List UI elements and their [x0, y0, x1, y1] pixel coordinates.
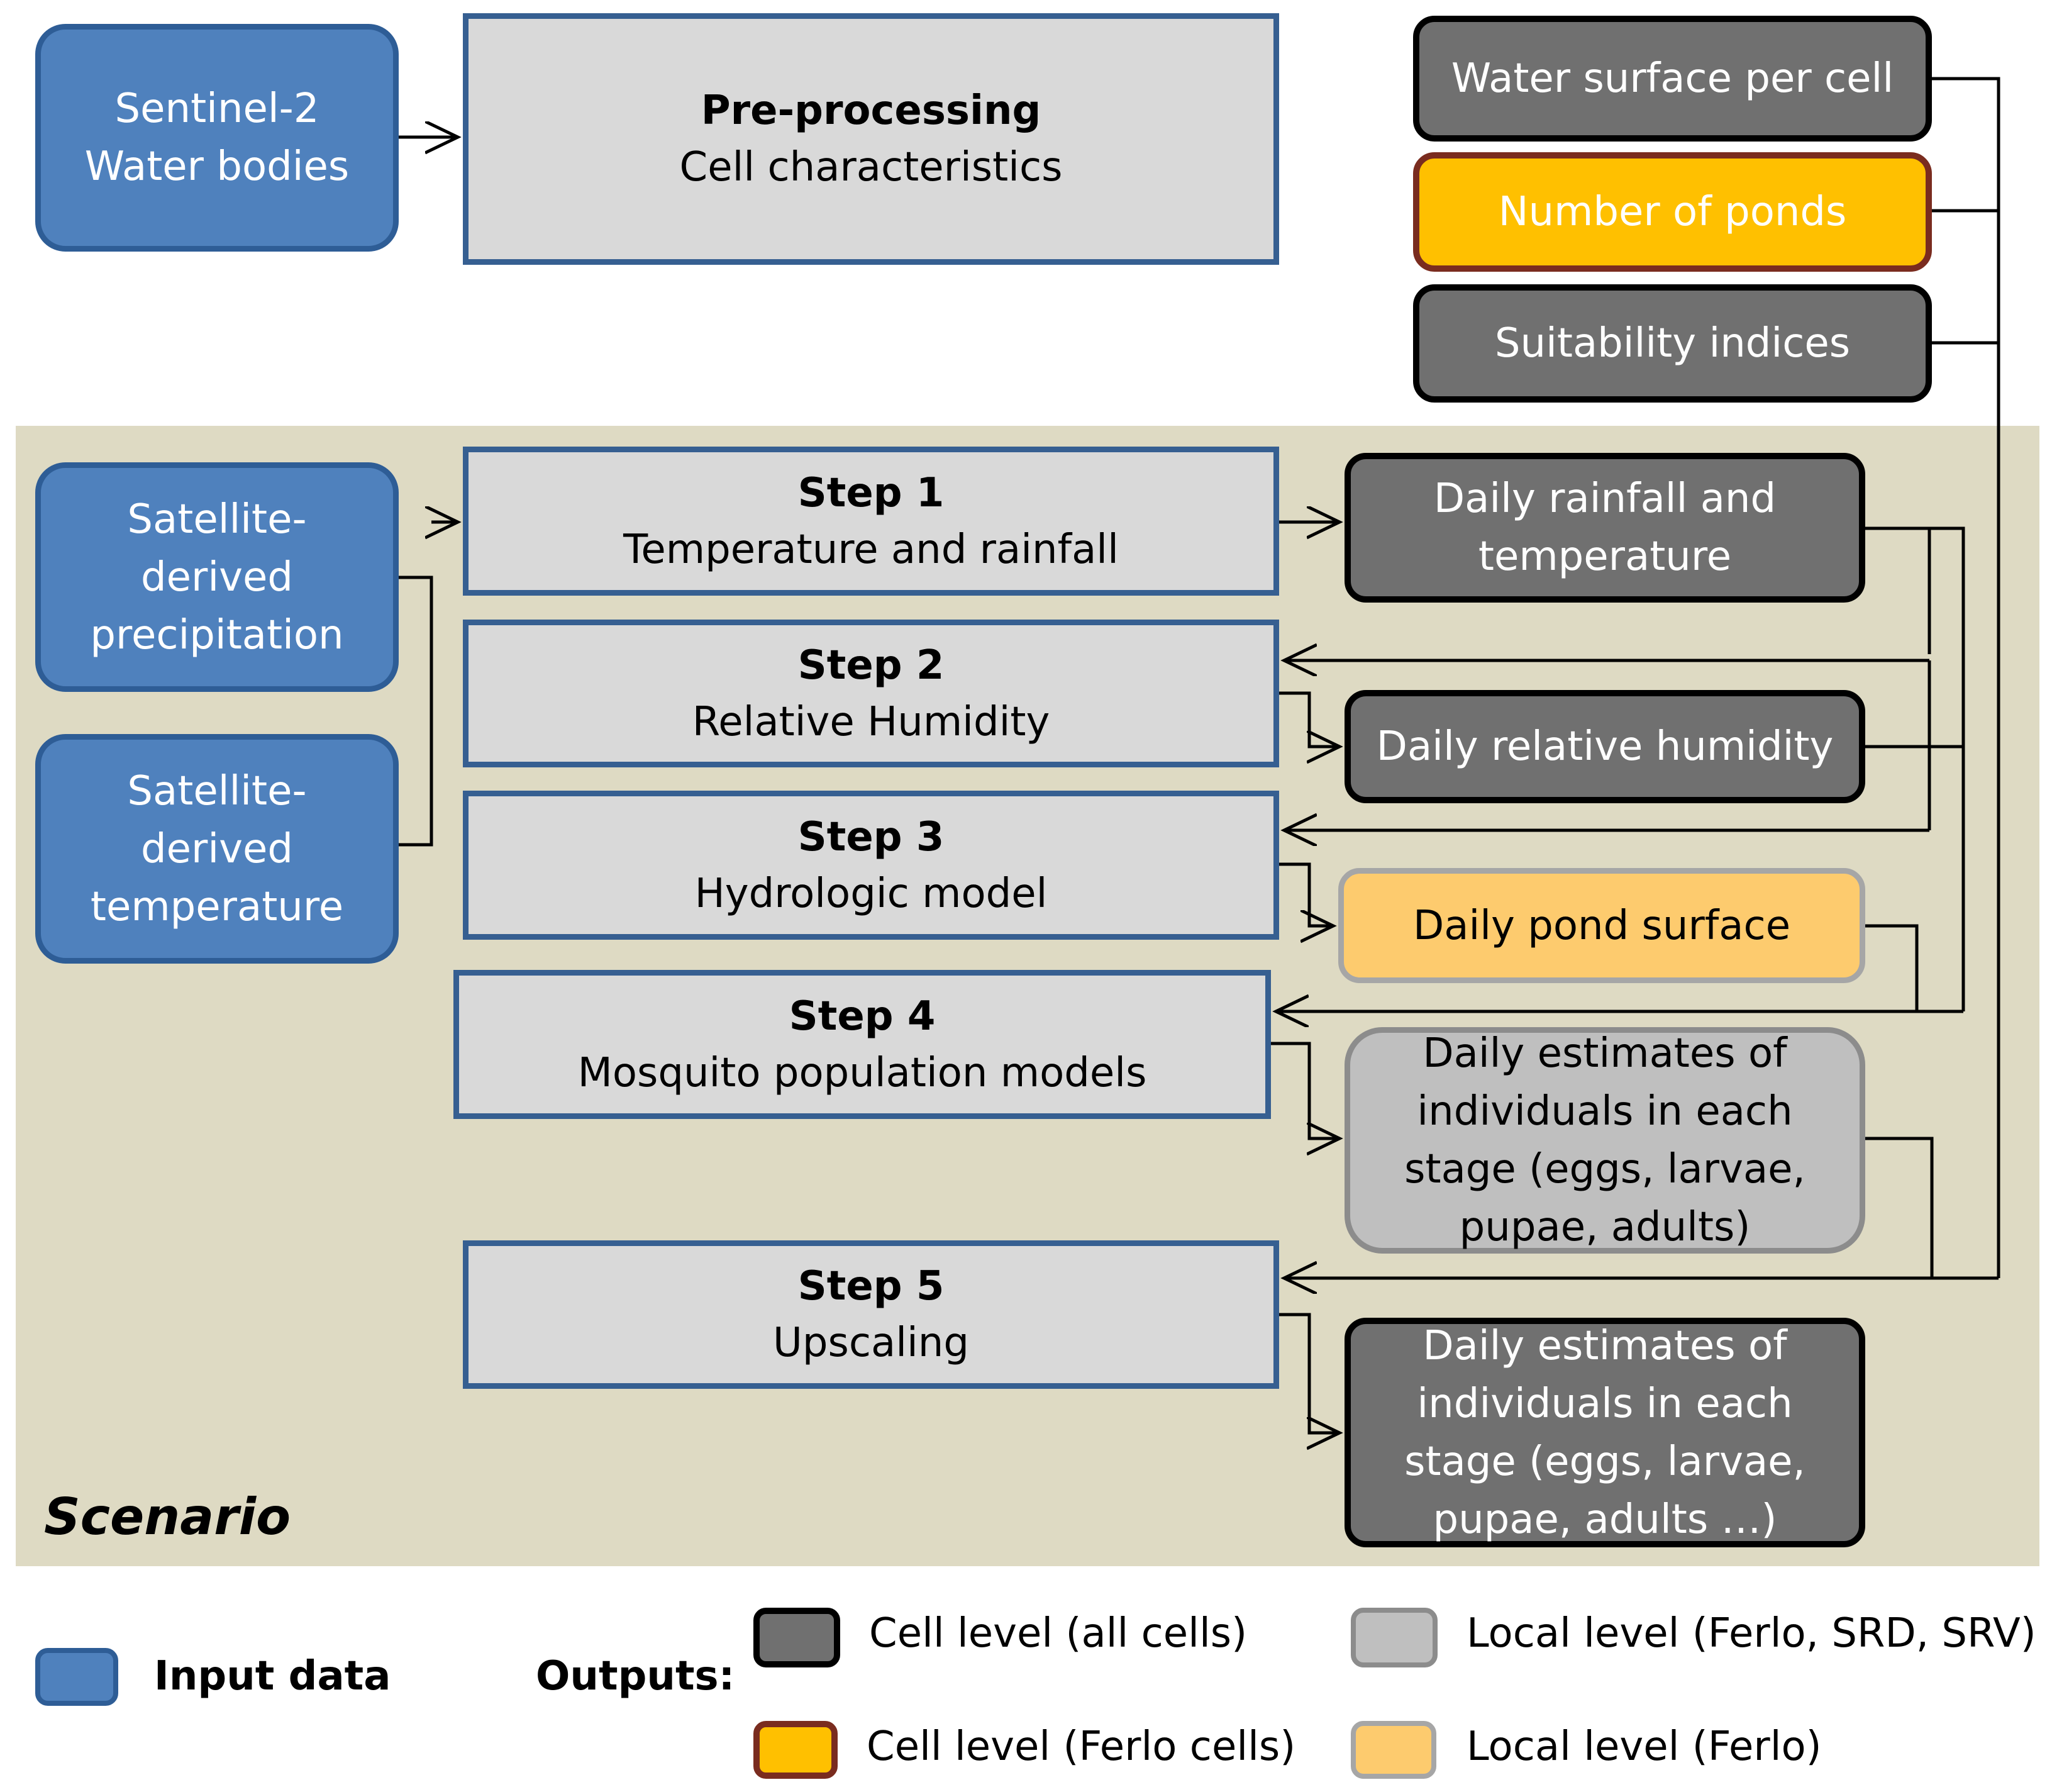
- input-precip-line2: derived: [141, 554, 293, 601]
- step-3-subtitle: Hydrologic model: [694, 870, 1048, 917]
- legend-local-ferlo-label: Local level (Ferlo): [1467, 1723, 1822, 1770]
- step-4-box: Step 4 Mosquito population models: [453, 970, 1271, 1119]
- legend-cell-ferlo-label: Cell level (Ferlo cells): [867, 1723, 1296, 1770]
- output-daily-pond-surface: Daily pond surface: [1338, 868, 1865, 983]
- output-cell-daily-estimates: Daily estimates of individuals in each s…: [1345, 1318, 1865, 1547]
- output-humidity-label: Daily relative humidity: [1376, 723, 1834, 770]
- output-local-estimates-line2: individuals in each: [1417, 1088, 1793, 1135]
- step-2-title: Step 2: [797, 642, 945, 689]
- input-precip-line1: Satellite-: [127, 496, 307, 543]
- output-local-estimates-line3: stage (eggs, larvae,: [1404, 1146, 1805, 1193]
- step-3-box: Step 3 Hydrologic model: [463, 791, 1279, 940]
- legend-outputs-title: Outputs:: [536, 1653, 735, 1700]
- output-pond-surface-label: Daily pond surface: [1412, 902, 1791, 949]
- step-1-box: Step 1 Temperature and rainfall: [463, 447, 1279, 596]
- input-satellite-temperature: Satellite- derived temperature: [35, 734, 399, 964]
- step-5-box: Step 5 Upscaling: [463, 1240, 1279, 1389]
- output-daily-relative-humidity: Daily relative humidity: [1345, 690, 1865, 803]
- legend-swatch-input: [35, 1648, 118, 1706]
- input-temp-line3: temperature: [90, 883, 344, 930]
- output-daily-rainfall-temperature: Daily rainfall and temperature: [1345, 453, 1865, 603]
- step-3-title: Step 3: [797, 813, 945, 860]
- output-ponds-label: Number of ponds: [1498, 189, 1847, 235]
- step-1-title: Step 1: [797, 469, 945, 516]
- step-2-subtitle: Relative Humidity: [692, 698, 1050, 745]
- step-2-box: Step 2 Relative Humidity: [463, 620, 1279, 767]
- input-sentinel-line1: Sentinel-2: [114, 86, 319, 132]
- output-local-estimates-line1: Daily estimates of: [1423, 1030, 1787, 1077]
- output-local-estimates-line4: pupae, adults): [1459, 1204, 1751, 1250]
- legend-swatch-local-all: [1351, 1608, 1438, 1667]
- input-satellite-precipitation: Satellite- derived precipitation: [35, 462, 399, 692]
- output-cell-estimates-line4: pupae, adults …): [1433, 1496, 1777, 1543]
- legend-swatch-cell-all: [753, 1608, 840, 1667]
- step-1-subtitle: Temperature and rainfall: [623, 526, 1119, 573]
- output-water-surface-label: Water surface per cell: [1451, 55, 1894, 102]
- output-rain-temp-line1: Daily rainfall and: [1433, 476, 1777, 522]
- preprocessing-box: Pre-processing Cell characteristics: [463, 13, 1279, 265]
- legend-input-label: Input data: [154, 1653, 391, 1700]
- scenario-label: Scenario: [44, 1488, 291, 1546]
- input-temp-line1: Satellite-: [127, 767, 307, 815]
- output-suitability-indices: Suitability indices: [1413, 284, 1932, 403]
- step-5-subtitle: Upscaling: [773, 1320, 969, 1366]
- input-precip-line3: precipitation: [90, 611, 344, 659]
- input-sentinel-water-bodies: Sentinel-2 Water bodies: [35, 24, 399, 252]
- input-temp-line2: derived: [141, 825, 293, 872]
- preprocessing-subtitle: Cell characteristics: [679, 144, 1063, 191]
- step-5-title: Step 5: [797, 1263, 945, 1310]
- legend-swatch-local-ferlo: [1351, 1721, 1436, 1779]
- output-rain-temp-line2: temperature: [1478, 533, 1732, 580]
- legend-swatch-cell-ferlo: [753, 1721, 838, 1779]
- output-cell-estimates-line3: stage (eggs, larvae,: [1404, 1438, 1805, 1485]
- output-number-of-ponds: Number of ponds: [1413, 152, 1932, 272]
- legend-local-all-label: Local level (Ferlo, SRD, SRV): [1467, 1610, 2036, 1657]
- output-suitability-label: Suitability indices: [1494, 320, 1851, 367]
- output-cell-estimates-line2: individuals in each: [1417, 1380, 1793, 1427]
- output-water-surface-per-cell: Water surface per cell: [1413, 16, 1932, 142]
- output-local-daily-estimates: Daily estimates of individuals in each s…: [1345, 1027, 1865, 1254]
- step-4-title: Step 4: [789, 993, 936, 1040]
- output-cell-estimates-line1: Daily estimates of: [1423, 1322, 1787, 1369]
- step-4-subtitle: Mosquito population models: [577, 1049, 1147, 1096]
- input-sentinel-line2: Water bodies: [84, 143, 350, 190]
- preprocessing-title: Pre-processing: [701, 87, 1041, 134]
- legend-cell-all-label: Cell level (all cells): [869, 1610, 1248, 1657]
